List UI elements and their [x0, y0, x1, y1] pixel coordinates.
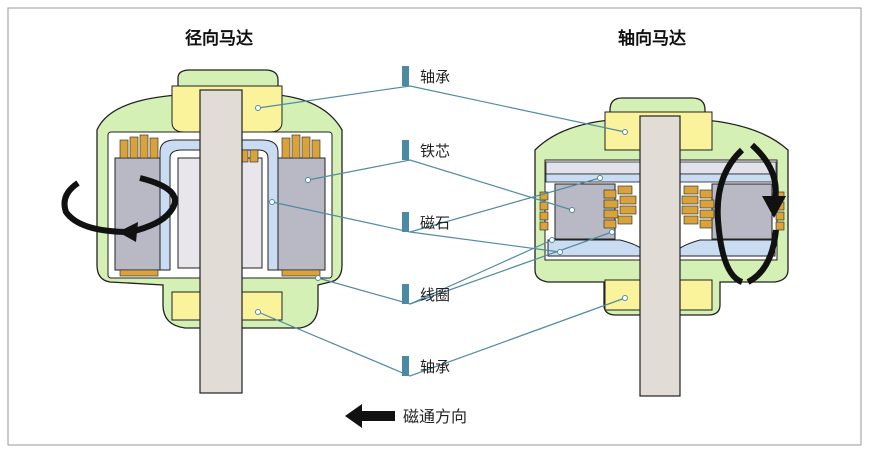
- tag-coil: [402, 284, 409, 304]
- axial-title: 轴向马达: [618, 28, 686, 49]
- tag-core: [402, 140, 409, 160]
- axial-coils: [539, 185, 785, 231]
- radial-coils-top: [119, 134, 321, 163]
- leader-lines: [257, 85, 626, 377]
- label-coil: 线圈: [420, 286, 450, 304]
- axial-rotation-arrow: [714, 142, 786, 285]
- label-core: 铁芯: [420, 142, 450, 160]
- radial-rotation-arrow: [61, 175, 178, 242]
- label-magnet: 磁石: [420, 214, 450, 232]
- label-tags: [402, 66, 409, 376]
- flux-direction-legend: 磁通方向: [345, 404, 467, 428]
- tag-bearing-top: [402, 66, 409, 86]
- radial-magnet: [159, 139, 279, 271]
- label-bearing-top: 轴承: [420, 68, 450, 86]
- radial-shaft: [199, 89, 243, 394]
- leader-dots: [255, 105, 628, 315]
- axial-shaft: [639, 115, 681, 397]
- axial-motor: [534, 97, 789, 397]
- label-bearing-bottom: 轴承: [420, 358, 450, 376]
- radial-coils-bottom: [119, 269, 321, 277]
- flux-arrow-icon: [345, 404, 395, 428]
- flux-direction-label: 磁通方向: [403, 407, 467, 426]
- radial-title: 径向马达: [185, 28, 253, 49]
- tag-bearing-bottom: [402, 356, 409, 376]
- radial-motor: [61, 69, 343, 394]
- tag-magnet: [402, 212, 409, 232]
